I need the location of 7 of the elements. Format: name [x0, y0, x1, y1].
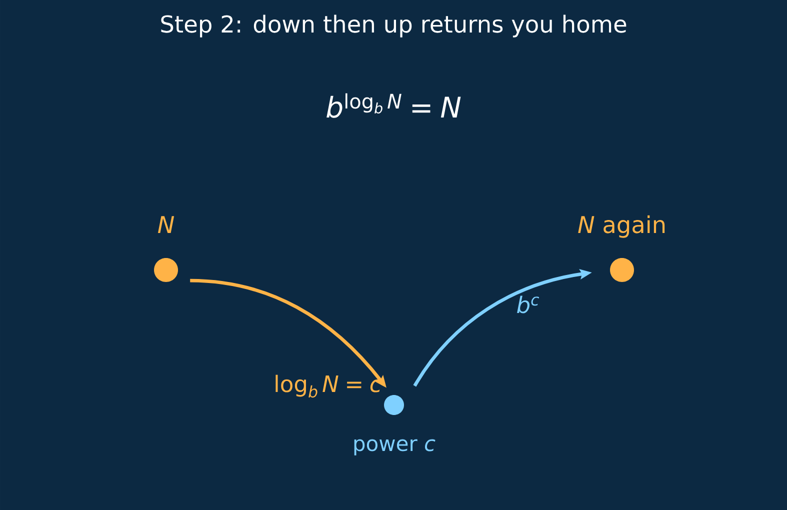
dot-label: power c: [354, 439, 436, 456]
edge-label: $\log_b N = c$: [276, 374, 382, 398]
dot-label: N again: [578, 215, 665, 238]
dot-label: N: [158, 216, 174, 233]
edge-label: $b^c$: [517, 296, 540, 314]
title: Step 2: down then up returns you home: [161, 14, 626, 38]
formula: $b^{\log_b N} = N$: [326, 93, 461, 118]
